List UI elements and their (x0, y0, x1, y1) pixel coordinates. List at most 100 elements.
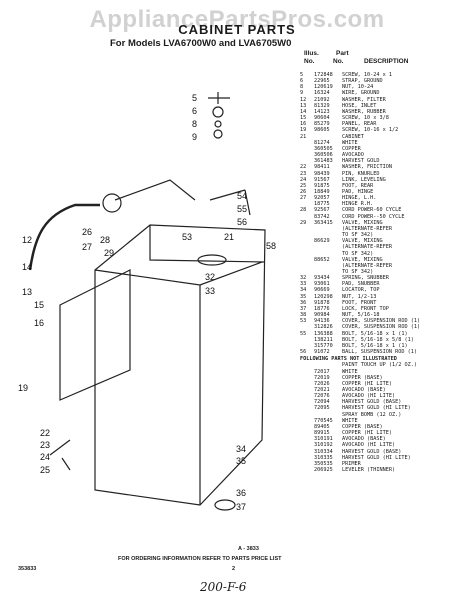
part-description: CORD POWER--50 CYCLE (342, 213, 405, 220)
col-description: DESCRIPTION (364, 58, 409, 65)
part-number: 72095 (314, 405, 330, 412)
part-description: VALVE, MIXING (342, 219, 383, 226)
part-description: WASHER, FRICTION (342, 164, 392, 171)
part-number: 98411 (314, 164, 330, 171)
callout-54: 54 (237, 191, 247, 201)
illus-number: 36 (300, 299, 307, 306)
illus-number: 13 (300, 102, 307, 109)
exploded-diagram: 5 6 8 9 12 26 27 28 29 14 13 15 16 19 22… (18, 92, 276, 512)
part-description: WHITE (342, 139, 358, 146)
part-description: WASHER, RUBBER (342, 108, 386, 115)
part-description: LOCK, FRONT TOP (342, 305, 389, 312)
part-number: 172848 (314, 72, 333, 78)
page-subtitle: For Models LVA6700W0 and LVA6705W0 (110, 38, 292, 49)
part-description: FOOT, FRONT (342, 299, 377, 306)
part-description: TO SF 342) (342, 269, 374, 275)
part-description: (ALTERNATE-REFER (342, 225, 392, 232)
part-description: SPRING, SNUBBER (342, 275, 389, 282)
part-description: HARVEST GOLD (HI LITE) (342, 454, 411, 461)
part-number: 18849 (314, 188, 330, 195)
part-number: 92057 (314, 195, 330, 202)
part-description: BOLT, 5/16-18 x 1 (1) (342, 330, 408, 337)
illus-number: 8 (300, 84, 304, 91)
part-number: 72017 (314, 368, 330, 375)
parts-row: TO SF 342) (300, 251, 470, 257)
callout-14: 14 (22, 262, 32, 272)
illus-number: 37 (300, 305, 307, 312)
illus-number: 6 (300, 78, 304, 85)
parts-row: (ALTERNATE-REFER (300, 226, 470, 232)
part-description: AVOCADO (HI LITE) (342, 442, 396, 449)
illus-number: 32 (300, 275, 307, 282)
part-number: 360505 (314, 145, 333, 152)
part-number: 770545 (314, 417, 333, 424)
part-number: 91875 (314, 182, 330, 189)
part-number: 120619 (314, 84, 333, 91)
part-number: 90604 (314, 115, 330, 122)
part-description: HINGE R.H. (342, 201, 374, 208)
callout-23: 23 (40, 440, 50, 450)
wire-part (213, 129, 223, 139)
part-description: PANEL, REAR (342, 121, 377, 128)
part-number: 14123 (314, 108, 330, 115)
part-description: WHITE (342, 417, 358, 424)
part-number: 21092 (314, 96, 330, 103)
part-number: 360506 (314, 152, 333, 159)
part-number: 85279 (314, 121, 330, 128)
part-number: 83742 (314, 213, 330, 220)
parts-row: TO SF 342) (300, 232, 470, 238)
part-description: LEVELER (THINNER) (342, 467, 396, 473)
part-number: 90669 (314, 287, 330, 294)
part-description: BALL, SUSPENSION ROD (1) (342, 349, 417, 356)
page-number: 2 (232, 566, 236, 572)
callout-34: 34 (236, 444, 246, 454)
part-description: STRAP, GROUND (342, 78, 383, 85)
part-description: PAD, SNUBBER (342, 281, 380, 288)
callout-56: 56 (237, 217, 247, 227)
callout-28: 28 (100, 235, 110, 245)
part-number: 120298 (314, 293, 333, 300)
callout-53: 53 (182, 232, 192, 242)
callout-29: 29 (104, 248, 114, 258)
callout-35: 35 (236, 456, 246, 466)
illus-number: 26 (300, 188, 307, 195)
callout-25: 25 (40, 465, 50, 475)
part-number: 72021 (314, 386, 330, 393)
callout-21: 21 (224, 232, 234, 242)
handwritten-note: 200-F-6 (200, 580, 247, 594)
cabinet-rim (94, 261, 263, 286)
mixing-valve (102, 193, 122, 213)
inlet-hose (28, 203, 100, 271)
part-number: 361483 (314, 158, 333, 165)
callout-22: 22 (40, 428, 50, 438)
part-description: PAINT TOUCH UP (1/2 OZ.) (342, 362, 417, 369)
part-number: 98605 (314, 127, 330, 134)
page-title: CABINET PARTS (178, 22, 296, 37)
callout-19: 19 (18, 383, 28, 393)
part-description: CABINET (342, 133, 364, 140)
